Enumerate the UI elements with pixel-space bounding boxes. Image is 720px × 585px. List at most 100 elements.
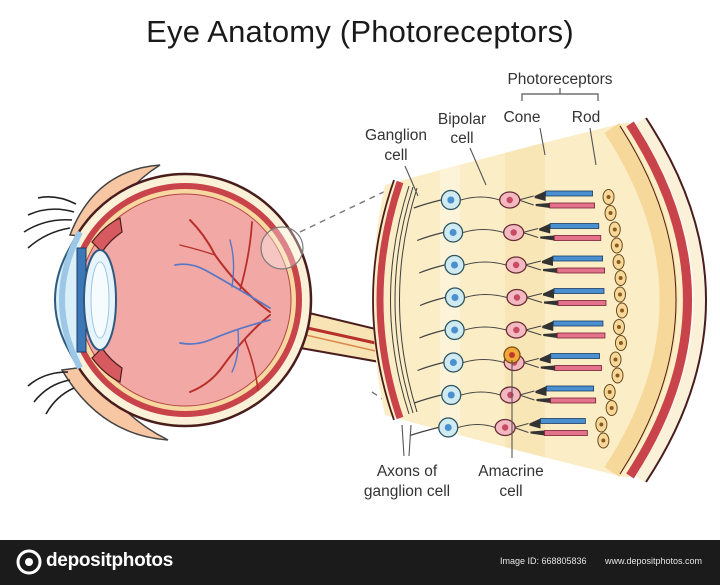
pigment-edge — [619, 125, 677, 475]
eye-anatomy-diagram: Photoreceptors Cone Rod Bipolar cell Gan… — [23, 71, 707, 500]
ganglion-axon-fiber — [413, 199, 441, 209]
rod-synapse — [536, 398, 551, 403]
choroid-band — [626, 121, 692, 479]
retina-cell-rows — [409, 189, 628, 449]
ganglion-nucleus — [449, 229, 457, 236]
cornea — [54, 231, 81, 369]
label-amacrine-line2: cell — [499, 483, 522, 500]
ganglion-nucleus — [447, 196, 455, 204]
inner-limiting-band — [376, 180, 404, 420]
anterior-chamber — [59, 230, 83, 370]
pigment-nucleus — [619, 308, 624, 313]
pigment-nucleus — [608, 211, 613, 215]
pigment-nucleus — [599, 422, 604, 427]
pigment-nucleus — [614, 243, 619, 248]
rod-photoreceptor — [556, 267, 605, 274]
ganglion-nucleus — [444, 424, 452, 431]
cone-synapse — [529, 418, 541, 429]
pigment-nucleus — [616, 325, 621, 329]
bipolar-nucleus — [513, 294, 521, 301]
bipolar-nucleus — [506, 196, 513, 204]
site-url: www.depositphotos.com — [605, 556, 703, 566]
rod-photoreceptor — [554, 365, 602, 371]
pigment-nucleus — [606, 195, 611, 199]
ganglion-nucleus — [449, 359, 457, 366]
ganglion-axon-fiber — [409, 426, 439, 437]
ganglion-nucleus — [451, 294, 459, 301]
cone-photoreceptor — [549, 223, 600, 229]
bipolar-nucleus — [507, 391, 514, 399]
ganglion-dendrite — [458, 423, 496, 429]
cone-synapse — [542, 288, 554, 299]
rod-photoreceptor — [550, 397, 597, 404]
bipolar-dendrite — [519, 390, 535, 401]
pigment-nucleus — [612, 227, 617, 232]
label-bipolar-line1: Bipolar — [438, 111, 486, 128]
sclera-band — [635, 117, 705, 483]
ganglion-axon-fiber — [419, 329, 445, 339]
pigment-nucleus — [615, 373, 620, 378]
rod-synapse — [540, 235, 555, 241]
depositphotos-logo-icon — [16, 549, 42, 575]
label-ganglion-line1: Ganglion — [365, 127, 427, 144]
cone-synapse — [534, 191, 546, 201]
pigment-nucleus — [609, 406, 614, 410]
ciliary-body-upper — [91, 217, 123, 253]
pigment-epithelium — [604, 123, 678, 477]
rod-photoreceptor — [553, 235, 602, 241]
pigment-nucleus — [618, 276, 623, 280]
cone-photoreceptor — [552, 320, 604, 327]
label-leader-lines — [401, 127, 597, 458]
pigment-nucleus — [618, 341, 623, 345]
bipolar-dendrite — [525, 292, 543, 304]
lower-eyelashes — [27, 371, 75, 415]
ganglion-axon-fiber — [416, 231, 444, 242]
upper-eyelashes — [23, 196, 77, 249]
label-cone: Cone — [503, 109, 540, 126]
footer-bar: depositphotos Image ID: 668805836 www.de… — [0, 540, 720, 585]
ganglion-nucleus — [447, 391, 455, 399]
cone-synapse — [541, 256, 553, 266]
ganglion-dendrite — [464, 261, 507, 266]
rod-synapse — [543, 333, 558, 338]
rod-synapse — [542, 268, 557, 273]
ganglion-nucleus — [450, 261, 458, 269]
ganglion-dendrite — [461, 391, 501, 396]
lens-nucleus — [90, 261, 110, 339]
cone-photoreceptor — [553, 288, 605, 294]
bipolar-dendrite — [513, 422, 529, 434]
cone-synapse — [542, 321, 554, 331]
ciliary-body-lower — [91, 347, 123, 383]
label-ganglion-line2: cell — [384, 147, 407, 164]
cone-photoreceptor — [550, 353, 600, 359]
pigment-nucleus — [617, 292, 622, 297]
cone-synapse — [539, 353, 551, 364]
rod-photoreceptor — [556, 332, 606, 339]
bipolar-nucleus — [513, 326, 520, 334]
rod-photoreceptor — [544, 430, 588, 436]
ganglion-dendrite — [462, 228, 504, 234]
pigment-nucleus — [616, 260, 621, 264]
ganglion-dendrite — [464, 293, 508, 299]
cone-photoreceptor — [545, 190, 593, 197]
ganglion-axon-fiber — [419, 296, 446, 307]
retina-magnified-section — [372, 117, 707, 483]
ganglion-axon-fiber — [418, 264, 445, 274]
bipolar-nucleus — [512, 261, 520, 269]
bipolar-dendrite — [522, 227, 539, 239]
rod-synapse — [535, 203, 550, 208]
cone-synapse — [535, 386, 547, 396]
bipolar-dendrite — [522, 357, 539, 369]
pigment-nucleus — [601, 438, 606, 443]
ganglion-axon-fiber — [414, 394, 442, 404]
label-amacrine-line1: Amacrine — [478, 463, 543, 480]
eye-cross-section — [23, 164, 381, 441]
rod-synapse — [530, 430, 545, 436]
diagram-labels: Photoreceptors Cone Rod Bipolar cell Gan… — [364, 71, 613, 500]
amacrine-nucleus — [509, 352, 515, 358]
label-photoreceptors: Photoreceptors — [507, 71, 612, 88]
brand-name: depositphotos — [46, 550, 173, 571]
pigment-nucleus — [607, 390, 612, 394]
rod-synapse — [540, 365, 555, 371]
retina-outer-edge — [645, 117, 707, 483]
